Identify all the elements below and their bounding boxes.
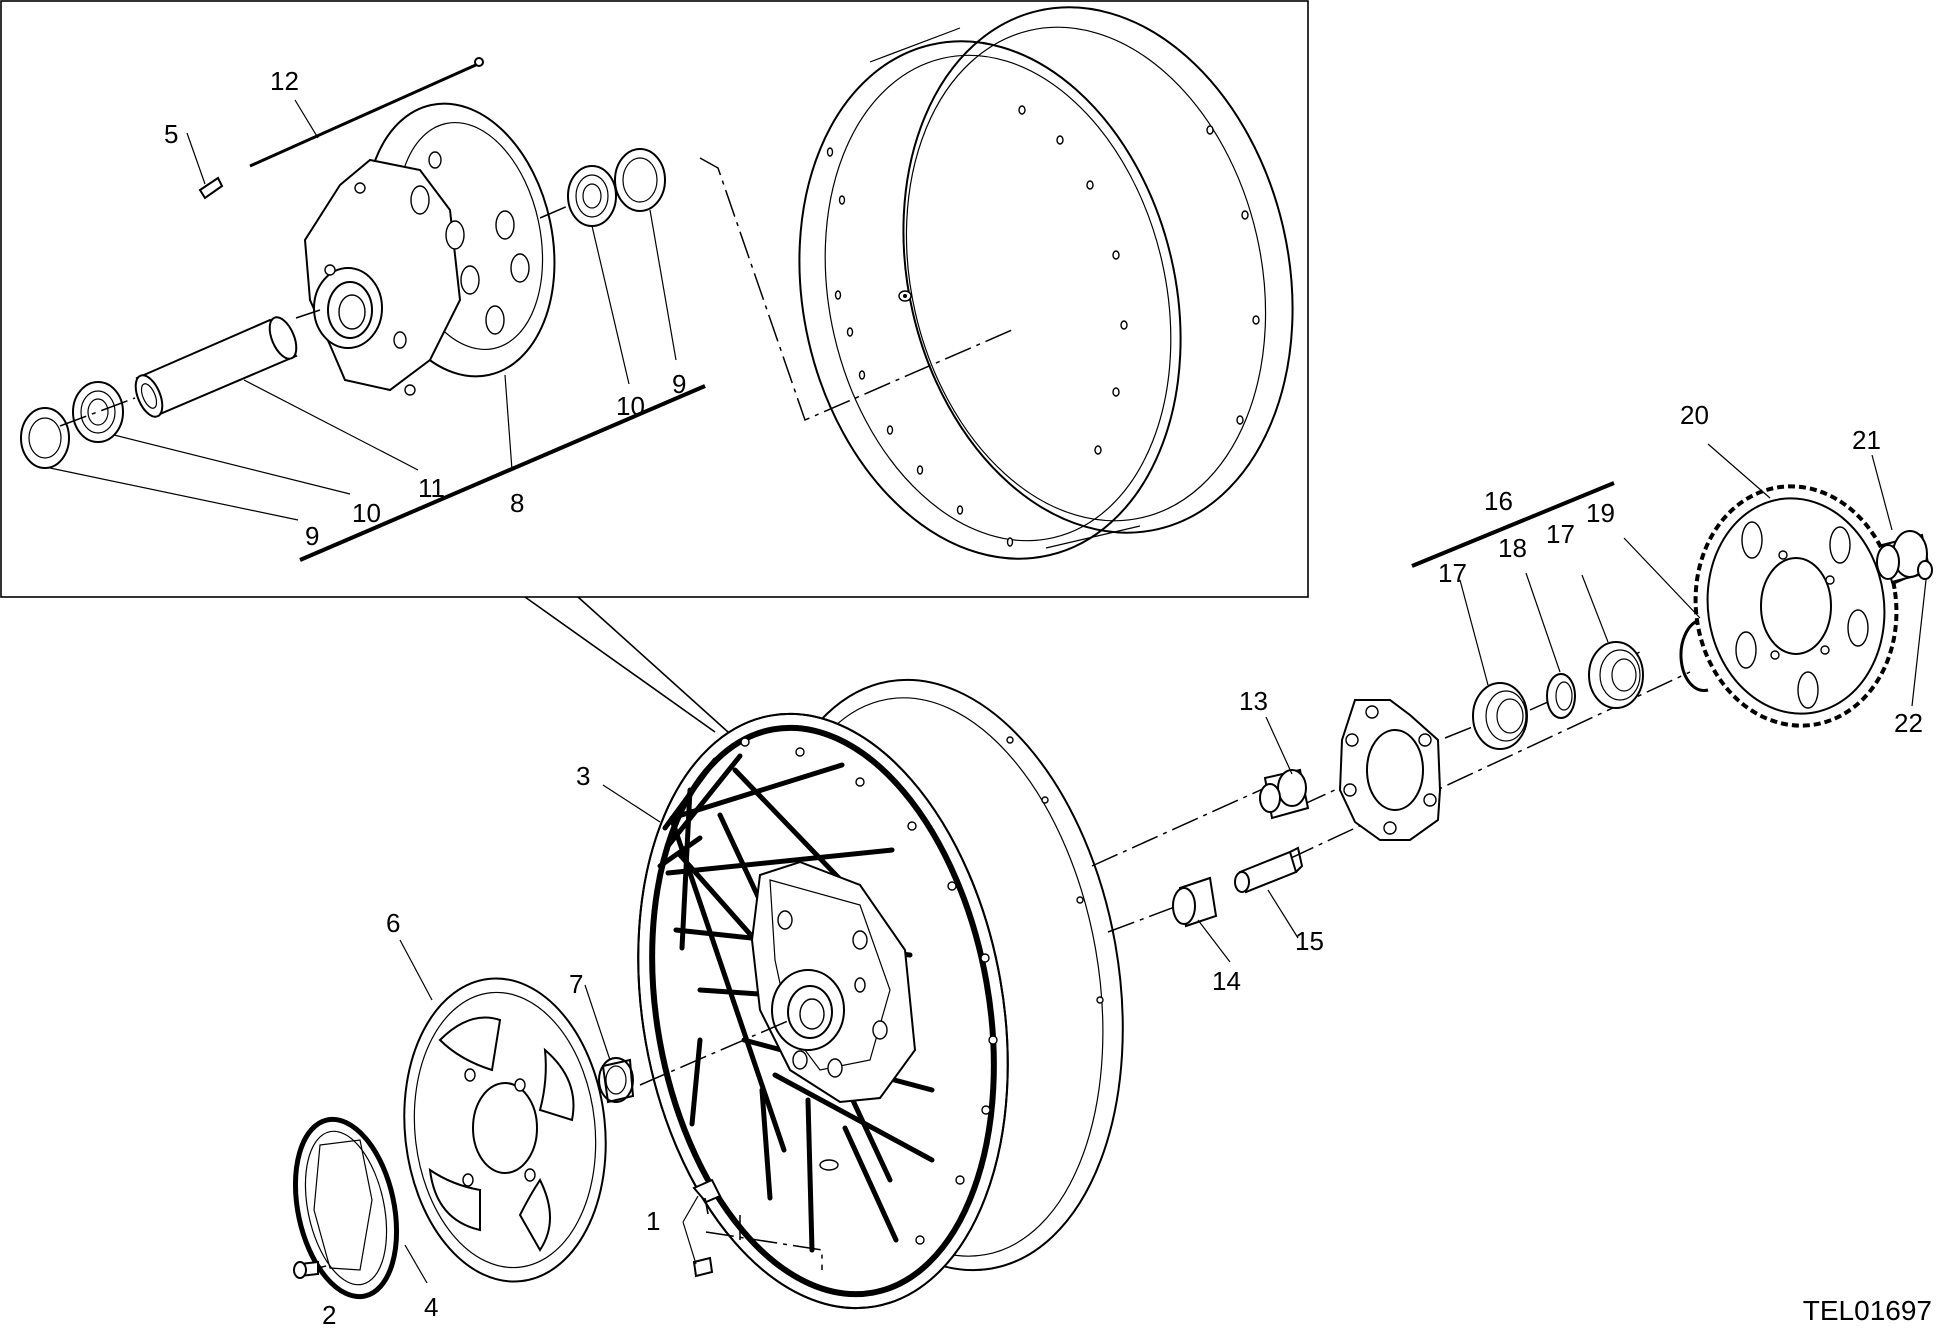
bearing-left [72, 381, 124, 443]
rim-detail [798, 6, 1294, 560]
callout-7: 7 [569, 969, 583, 999]
callout-labels: 12 5 11 10 9 8 10 9 3 6 7 1 2 4 13 14 15… [164, 66, 1923, 1330]
callout-10-left: 10 [352, 498, 381, 528]
callout-8: 8 [510, 488, 524, 518]
callout-22: 22 [1894, 708, 1923, 738]
spacer-7 [598, 1057, 635, 1104]
seal-right [614, 148, 666, 212]
spoke-and-nipple [198, 57, 484, 200]
callout-14: 14 [1212, 966, 1241, 996]
screw-2 [293, 1260, 327, 1279]
spacer-14 [1172, 876, 1218, 928]
inset-leader-right [577, 596, 729, 733]
spacer-tube [134, 316, 298, 418]
inset-leader-left [524, 596, 716, 733]
callout-19: 19 [1586, 498, 1615, 528]
seal-left [20, 407, 70, 469]
sprocket-20 [1693, 484, 1899, 728]
callout-13: 13 [1239, 686, 1268, 716]
callout-1: 1 [646, 1206, 660, 1236]
hub-detail [303, 102, 556, 396]
callout-4: 4 [424, 1292, 438, 1322]
pin-15 [1234, 846, 1304, 894]
callout-18: 18 [1498, 533, 1527, 563]
rim-holes [740, 736, 1104, 1245]
bushing-13 [1259, 768, 1310, 820]
callout-20: 20 [1680, 400, 1709, 430]
circlip-19 [1679, 618, 1709, 693]
callout-2: 2 [322, 1300, 336, 1330]
main-wheel [637, 678, 1124, 1310]
valve-1 [692, 1178, 722, 1278]
detail-inset [0, 0, 1309, 733]
callout-10-right: 10 [616, 391, 645, 421]
callout-6: 6 [386, 908, 400, 938]
callout-9-left: 9 [305, 521, 319, 551]
callout-5: 5 [164, 119, 178, 149]
bearing-17b [1588, 641, 1644, 709]
callout-9-right: 9 [672, 369, 686, 399]
abs-tone-ring [292, 1116, 400, 1300]
spacer-18 [1546, 673, 1576, 719]
callout-12: 12 [270, 66, 299, 96]
callout-17-left: 17 [1438, 558, 1467, 588]
drawing-code: TEL01697 [1803, 1295, 1932, 1326]
callout-16: 16 [1484, 486, 1513, 516]
callout-21: 21 [1852, 425, 1881, 455]
inset-frame [0, 0, 1309, 598]
bearing-17a [1472, 682, 1528, 750]
callout-17-right: 17 [1546, 519, 1575, 549]
callout-11: 11 [418, 473, 445, 503]
brake-disc [403, 977, 607, 1283]
callout-3: 3 [576, 761, 590, 791]
washer-22 [1917, 560, 1933, 580]
callout-15: 15 [1295, 926, 1324, 956]
sprocket-carrier [1338, 699, 1442, 841]
bearing-right [567, 165, 617, 227]
